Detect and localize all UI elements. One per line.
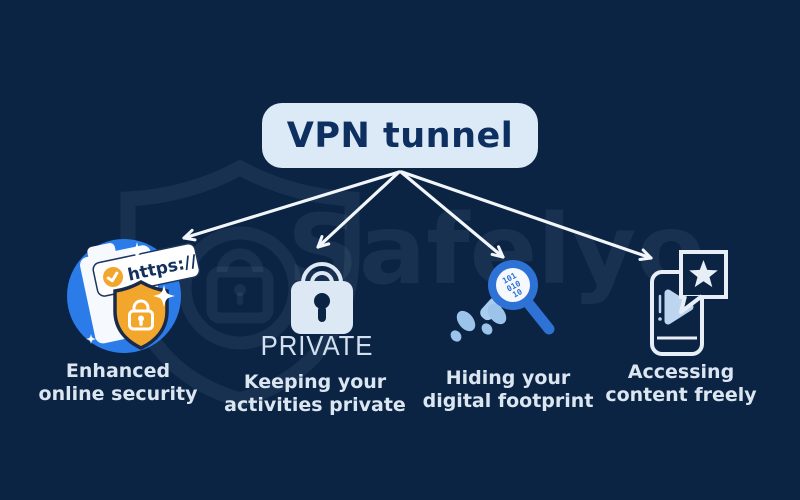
watermark-shield-logo	[120, 159, 360, 408]
caption-line: Keeping your	[243, 371, 387, 393]
benefit-caption-hiding-digital-footprint: Hiding your digital footprint	[398, 367, 618, 413]
phone-media-icon	[650, 250, 728, 356]
caption-line: Hiding your	[445, 367, 571, 389]
caption-line: Enhanced	[65, 360, 171, 382]
caption-line: Accessing	[627, 361, 735, 383]
star-icon	[689, 260, 718, 288]
private-label: PRIVATE	[261, 330, 374, 361]
benefit-caption-enhanced-online-security: Enhanced online security	[8, 360, 228, 406]
caption-line: activities private	[224, 394, 406, 416]
footprints-icon	[450, 303, 507, 342]
padlock-icon: PRIVATE	[261, 262, 374, 361]
arrow-to-accessing-content-freely	[400, 170, 653, 261]
arrow-to-enhanced-online-security	[182, 170, 401, 242]
vpn-tunnel-title: VPN tunnel	[262, 103, 538, 168]
arrow-to-hiding-digital-footprint	[399, 170, 505, 259]
secure-browser-shield-icon: https://	[67, 239, 201, 353]
arrow-to-keeping-activities-private	[316, 170, 401, 249]
caption-line: online security	[38, 383, 198, 405]
magnifier-footprints-icon: 101 010 10	[450, 260, 555, 342]
caption-line: digital footprint	[422, 390, 594, 412]
benefit-caption-keeping-activities-private: Keeping your activities private	[205, 371, 425, 417]
sparkle-icons	[86, 242, 175, 344]
title-label: VPN tunnel	[286, 115, 514, 156]
lens-digits-row: 10	[511, 287, 524, 300]
caption-line: content freely	[605, 384, 757, 406]
play-icon	[664, 289, 694, 325]
benefit-caption-accessing-content-freely: Accessing content freely	[571, 361, 791, 407]
